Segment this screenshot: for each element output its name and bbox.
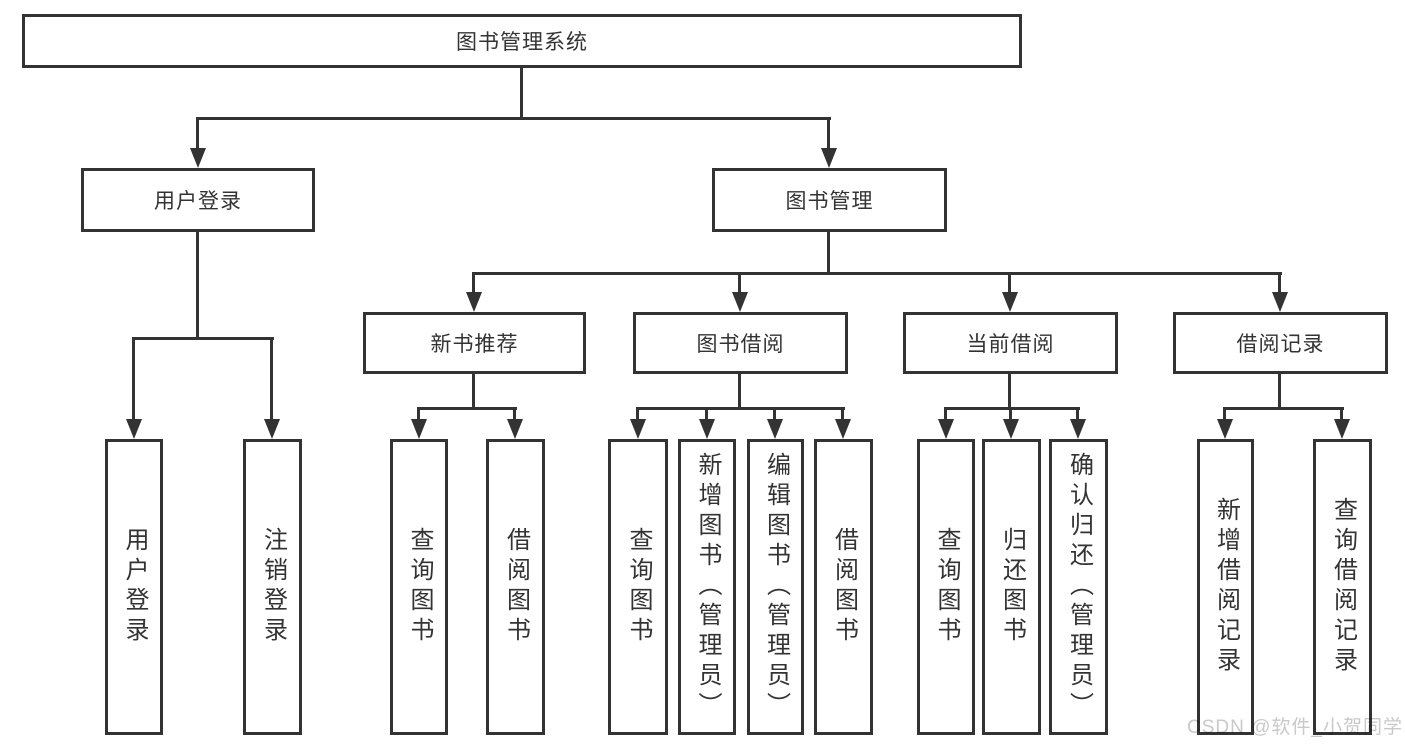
connector-currentborrow-rail	[944, 407, 1080, 410]
connector-cb-confirm-drop	[1076, 407, 1079, 421]
arrowhead-cb-confirm	[1070, 419, 1086, 439]
connector-bookborrow-rail	[636, 407, 845, 410]
connector-newbook-rail	[417, 407, 517, 410]
connector-currentborrow-stem	[1008, 374, 1011, 407]
connector-cb-query-drop	[944, 407, 947, 421]
connector-root-stem	[520, 68, 523, 117]
leaf-current-query: 查询图书	[917, 439, 975, 735]
connector-userlogin-rail	[132, 337, 274, 340]
connector-bookmgmt-drop	[827, 117, 830, 150]
arrowhead-nb-borrow	[507, 419, 523, 439]
arrowhead-leaf-userlogin	[126, 419, 142, 439]
connector-bookborrow-stem	[738, 374, 741, 407]
connector-borrowrecord-drop	[1278, 272, 1281, 294]
leaf-bookborrow-edit: 编辑图书（管理员）	[747, 439, 804, 735]
node-book-borrow: 图书借阅	[633, 312, 848, 374]
connector-borrowrecord-rail	[1223, 407, 1344, 410]
leaf-record-query: 查询借阅记录	[1313, 439, 1372, 735]
connector-userlogin-stem	[196, 232, 199, 337]
connector-nb-borrow-drop	[513, 407, 516, 421]
connector-newbook-stem	[472, 374, 475, 407]
connector-root-rail	[197, 117, 831, 120]
leaf-current-return: 归还图书	[982, 439, 1041, 735]
connector-br-add-drop	[1223, 407, 1226, 421]
csdn-watermark: CSDN @软件_小贺同学	[1187, 717, 1403, 738]
connector-currentborrow-drop	[1008, 272, 1011, 294]
arrowhead-bookborrow	[732, 292, 748, 312]
node-root: 图书管理系统	[22, 14, 1022, 68]
leaf-user-login: 用户登录	[105, 439, 163, 735]
arrowhead-userlogin	[190, 148, 206, 168]
connector-bookmgmt-stem	[827, 232, 830, 272]
connector-bookborrow-drop	[738, 272, 741, 294]
arrowhead-bb-lend	[835, 419, 851, 439]
connector-leaf-userlogin-drop	[132, 337, 135, 422]
connector-cb-return-drop	[1009, 407, 1012, 421]
node-new-book-recommend: 新书推荐	[363, 312, 586, 374]
leaf-bookborrow-add: 新增图书（管理员）	[678, 439, 736, 735]
arrowhead-cb-return	[1003, 419, 1019, 439]
arrowhead-currentborrow	[1002, 292, 1018, 312]
node-current-borrow: 当前借阅	[903, 312, 1118, 374]
node-borrow-record: 借阅记录	[1173, 312, 1388, 374]
arrowhead-nb-query	[411, 419, 427, 439]
arrowhead-leaf-logout	[264, 419, 280, 439]
leaf-newbook-query: 查询图书	[390, 439, 448, 735]
arrowhead-br-query	[1334, 419, 1350, 439]
connector-bb-edit-drop	[773, 407, 776, 421]
arrowhead-bb-query	[630, 419, 646, 439]
arrowhead-newbook	[466, 292, 482, 312]
arrowhead-bb-add	[699, 419, 715, 439]
connector-userlogin-drop	[196, 117, 199, 150]
connector-bb-query-drop	[636, 407, 639, 421]
arrowhead-borrowrecord	[1272, 292, 1288, 312]
arrowhead-bb-edit	[767, 419, 783, 439]
connector-leaf-logout-drop	[270, 337, 273, 422]
connector-bb-lend-drop	[841, 407, 844, 421]
leaf-newbook-borrow: 借阅图书	[486, 439, 545, 735]
connector-br-query-drop	[1340, 407, 1343, 421]
node-book-management: 图书管理	[712, 168, 947, 232]
leaf-bookborrow-lend: 借阅图书	[814, 439, 873, 735]
connector-bb-add-drop	[705, 407, 708, 421]
arrowhead-br-add	[1217, 419, 1233, 439]
connector-bookmgmt-rail	[472, 272, 1282, 275]
connector-nb-query-drop	[417, 407, 420, 421]
leaf-logout: 注销登录	[243, 439, 302, 735]
arrowhead-cb-query	[938, 419, 954, 439]
leaf-record-add: 新增借阅记录	[1197, 439, 1254, 735]
leaf-current-confirm: 确认归还（管理员）	[1049, 439, 1108, 735]
connector-newbook-drop	[472, 272, 475, 294]
connector-borrowrecord-stem	[1278, 374, 1281, 407]
leaf-bookborrow-query: 查询图书	[608, 439, 668, 735]
arrowhead-bookmgmt	[821, 148, 837, 168]
node-user-login: 用户登录	[81, 168, 315, 232]
